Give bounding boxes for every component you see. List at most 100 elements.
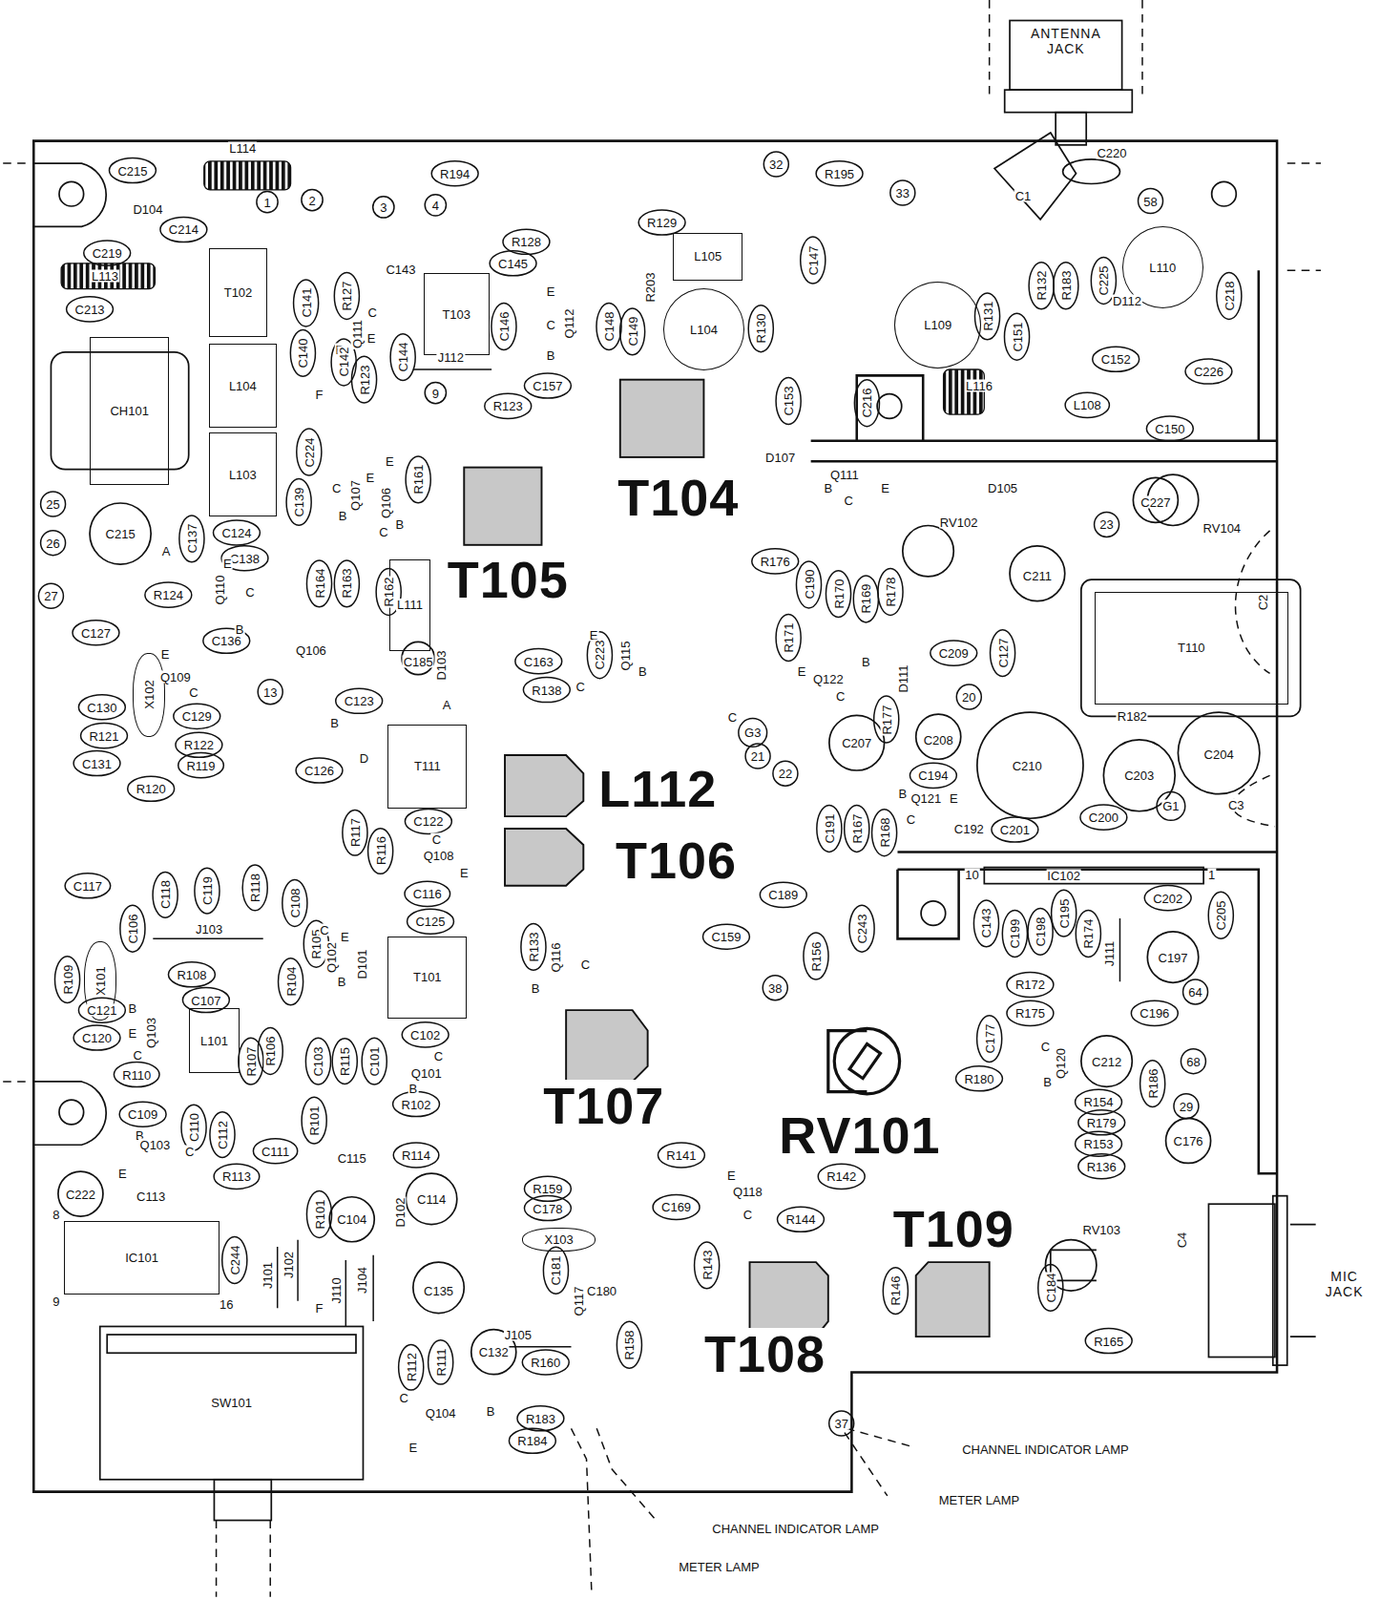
part-label: R114	[400, 1148, 432, 1161]
component-outline	[50, 352, 1316, 1521]
part-label: C140	[296, 336, 310, 369]
part-body	[296, 428, 322, 476]
part-label: C223	[593, 639, 607, 671]
component-outline	[1290, 1224, 1317, 1338]
part-label: C	[188, 685, 199, 698]
part-body	[844, 804, 870, 852]
part-label: C220	[1095, 146, 1128, 160]
part-label: B	[897, 786, 908, 799]
part-label: R178	[884, 575, 898, 607]
component-outline	[1273, 1195, 1288, 1365]
part-body	[73, 750, 121, 775]
part-body	[119, 1101, 167, 1127]
part-label: R175	[1014, 1006, 1046, 1020]
part-label: METER LAMP	[938, 1493, 1022, 1506]
part-label: 9	[51, 1294, 61, 1307]
part-label: C176	[1172, 1134, 1205, 1148]
callout-number: 32	[768, 158, 784, 171]
part-label: CHANNEL INDICATOR LAMP	[710, 1522, 880, 1535]
component-outline	[413, 1261, 464, 1313]
part-label: Q117	[571, 1284, 585, 1317]
part-label: C	[1040, 1039, 1051, 1052]
part-label: B	[485, 1404, 497, 1418]
part-body	[407, 908, 455, 934]
part-label: E	[365, 471, 377, 484]
part-label: C108	[288, 886, 301, 919]
callout-number: 9	[431, 386, 440, 399]
cut-lines	[2, 163, 1321, 1597]
component-box: SW101	[100, 1326, 364, 1480]
section-label: T108	[703, 1327, 827, 1380]
part-body	[515, 648, 563, 674]
part-body	[73, 1024, 121, 1050]
part-label: R171	[782, 622, 795, 654]
part-label: C103	[312, 1045, 325, 1077]
part-label: C211	[1022, 568, 1053, 582]
part-label: C181	[549, 1254, 563, 1286]
part-body	[1208, 891, 1234, 939]
part-body	[817, 1163, 865, 1189]
part-label: C178	[531, 1201, 564, 1214]
test-point-circle	[762, 975, 788, 1001]
part-label: R170	[832, 578, 845, 610]
part-body	[521, 922, 546, 970]
part-name: L101	[199, 1034, 230, 1047]
part-body	[404, 880, 451, 906]
part-label: R107	[244, 1045, 257, 1077]
part-body	[1085, 1327, 1132, 1353]
part-label: R101	[313, 1197, 326, 1230]
part-label: Q107	[348, 480, 361, 513]
part-label: C145	[497, 256, 529, 270]
part-label: D101	[355, 948, 369, 981]
part-label: C	[431, 832, 442, 845]
part-label: C226	[1192, 365, 1225, 378]
component-outline	[1208, 1203, 1275, 1357]
part-label: Q104	[424, 1406, 458, 1420]
part-label: L114	[228, 141, 257, 154]
part-label: E	[545, 284, 557, 297]
test-point-circle	[301, 188, 323, 210]
part-label: C	[366, 306, 377, 319]
part-label: C212	[1090, 1054, 1123, 1067]
part-body	[179, 515, 205, 563]
part-label: C243	[856, 912, 869, 944]
part-label: 10	[963, 868, 980, 881]
part-label: C114	[416, 1191, 447, 1205]
part-label: R154	[1082, 1095, 1114, 1109]
callout-number: 37	[833, 1417, 849, 1430]
part-body	[431, 161, 479, 187]
part-body	[977, 1015, 1003, 1063]
part-body	[523, 1175, 571, 1201]
part-body	[874, 695, 900, 743]
part-label: J102	[282, 1250, 295, 1279]
part-label: IC102	[1045, 869, 1082, 882]
crystal-oval: X103	[522, 1227, 596, 1253]
part-label: D105	[986, 480, 1019, 494]
antenna-jack	[1055, 112, 1087, 146]
part-label: Q120	[1054, 1046, 1067, 1080]
test-point-circle	[424, 381, 446, 403]
callout-number: 68	[1185, 1054, 1201, 1067]
part-label: L116	[964, 379, 994, 393]
trimmer-rv101	[828, 1027, 900, 1093]
part-label: D104	[131, 203, 164, 216]
part-label: C104	[335, 1212, 368, 1226]
part-label: R179	[1086, 1115, 1118, 1129]
part-label: C	[318, 922, 330, 936]
part-body	[620, 308, 646, 356]
part-label: F	[314, 1301, 325, 1315]
part-label: RV103	[1081, 1222, 1122, 1235]
part-label: CHANNEL INDICATOR LAMP	[961, 1442, 1130, 1455]
part-label: C106	[125, 912, 139, 944]
part-body	[257, 1026, 283, 1074]
part-label: C110	[188, 1111, 201, 1143]
component-outline	[916, 713, 962, 759]
part-label: D103	[434, 648, 447, 681]
part-label: A	[161, 544, 172, 558]
part-label: B	[545, 348, 557, 361]
part-body	[212, 520, 260, 545]
connector-label: ANTENNA JACK	[1019, 25, 1113, 57]
part-label: R143	[700, 1249, 713, 1281]
part-label: R133	[526, 930, 540, 962]
part-body	[361, 1037, 387, 1085]
